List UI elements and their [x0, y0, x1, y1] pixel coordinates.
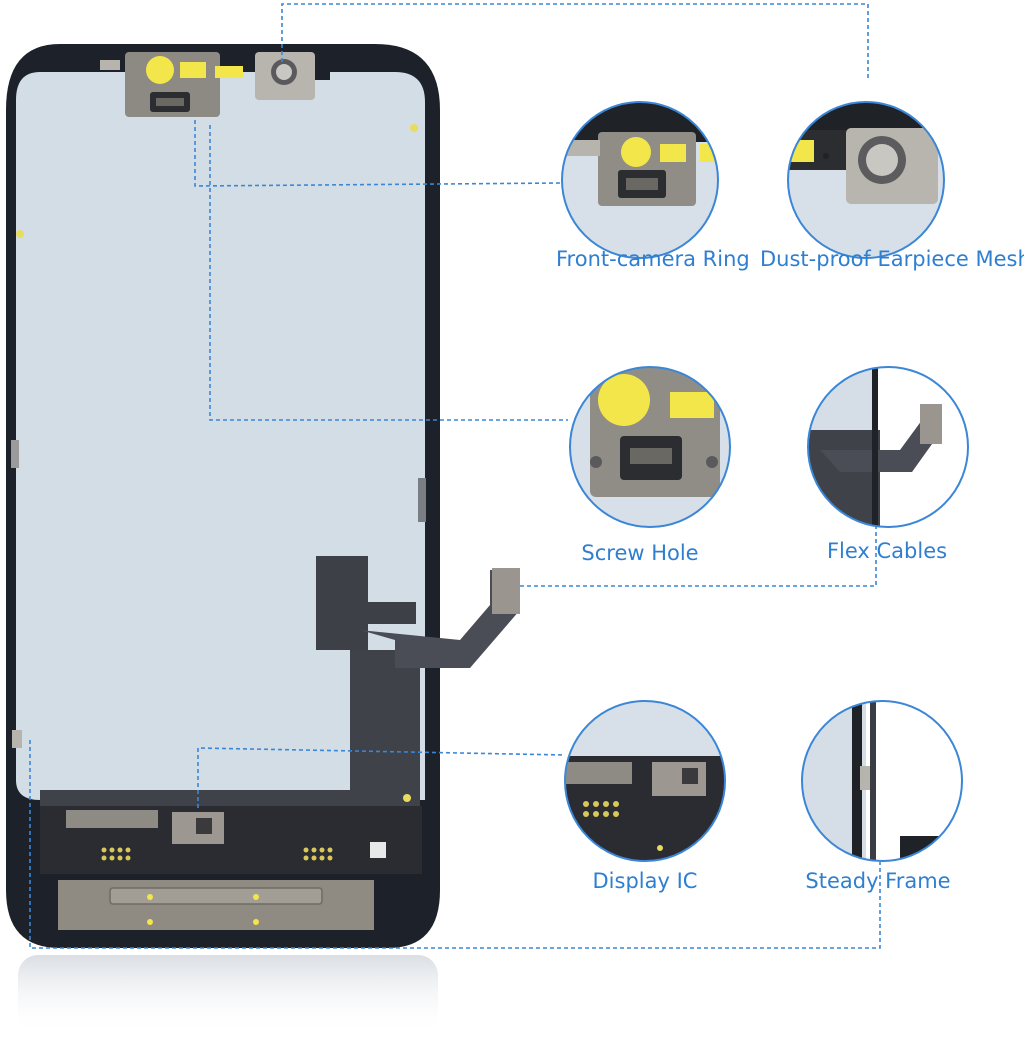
flex-connector: [492, 568, 520, 614]
leader-earpiece: [281, 3, 869, 80]
leader-steady-frame: [29, 740, 881, 949]
leader-front-camera: [194, 120, 561, 187]
leader-screw-hole: [209, 125, 568, 421]
label-flex-cables: Flex Cables: [826, 539, 948, 563]
callout-circle-steady-frame: [801, 700, 963, 862]
callout-circle-display-ic: [564, 700, 726, 862]
label-earpiece-mesh: Dust-proof Earpiece Mesh: [760, 247, 1024, 271]
label-screw-hole: Screw Hole: [581, 541, 699, 565]
phone-screen-assembly: [6, 44, 520, 948]
label-display-ic: Display IC: [592, 869, 698, 893]
flex-cable-patch: [316, 556, 416, 650]
callout-circle-screw-hole: [569, 366, 731, 528]
chip-label: [66, 810, 158, 828]
adhesive-strip: [180, 62, 206, 78]
leader-lines: [29, 3, 881, 949]
contact-pads: [101, 847, 333, 861]
flex-cable-main: [40, 650, 420, 820]
callout-circle-flex-cables: [807, 366, 969, 528]
callout-circle-front-camera: [561, 101, 719, 259]
phone-reflection: [18, 955, 438, 1035]
label-front-camera-ring: Front-camera Ring: [556, 247, 750, 271]
label-steady-frame: Steady Frame: [805, 869, 951, 893]
leader-display-ic: [197, 747, 566, 808]
callout-circle-earpiece: [787, 101, 945, 259]
flex-cable-tail: [360, 570, 520, 668]
adhesive-dot: [146, 56, 174, 84]
